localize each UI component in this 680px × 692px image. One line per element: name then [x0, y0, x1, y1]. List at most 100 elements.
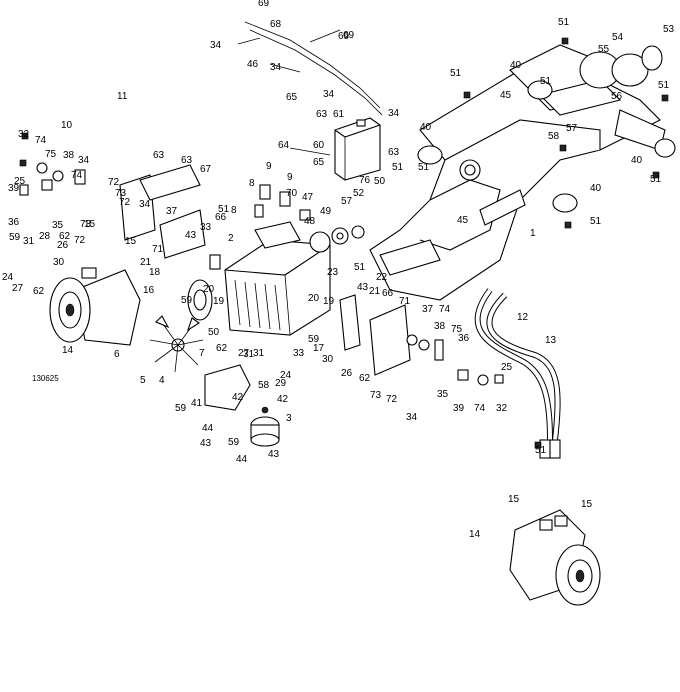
callout-label: 43 — [200, 438, 212, 449]
callout-label: 40 — [420, 122, 432, 133]
callout-label: 11 — [117, 91, 128, 102]
callout-label: 68 — [270, 19, 282, 30]
callout-label: 50 — [208, 327, 220, 338]
callout-label: 62 — [59, 231, 71, 242]
callout-label: 20 — [203, 284, 215, 295]
callout-label: 62 — [33, 286, 45, 297]
callout-label: 43 — [185, 230, 197, 241]
callout-label: 50 — [374, 176, 386, 187]
callout-label: 30 — [53, 257, 65, 268]
callout-label: 33 — [200, 222, 212, 233]
callout-label: 51 — [658, 80, 670, 91]
callout-label: 43 — [357, 282, 369, 293]
wheel-motor-left — [49, 267, 141, 346]
callout-label: 63 — [316, 109, 328, 120]
callout-label: 6 — [114, 349, 120, 360]
hydraulic-hoses — [88, 109, 331, 181]
callout-label: 39 — [453, 403, 465, 414]
callout-label: 59 — [228, 437, 240, 448]
callout-label: 19 — [213, 296, 225, 307]
callout-label: 51 — [650, 174, 662, 185]
callout-label: 57 — [566, 123, 578, 134]
throttle-cables — [237, 21, 383, 116]
callout-label: 54 — [612, 32, 624, 43]
rear-bracket — [509, 44, 666, 151]
callout-label: 42 — [232, 392, 244, 403]
callout-label: 31 — [243, 349, 255, 360]
wheel-motor-right — [509, 509, 601, 606]
callout-label: 47 — [302, 192, 314, 203]
callout-label: 76 — [359, 175, 371, 186]
callout-label: 33 — [293, 348, 305, 359]
callout-label: 34 — [388, 108, 400, 119]
callout-label: 74 — [35, 135, 47, 146]
callout-label: 59 — [175, 403, 187, 414]
callout-label: 9 — [266, 161, 272, 172]
callout-label: 72 — [386, 394, 398, 405]
callout-label: 57 — [341, 196, 353, 207]
callout-label: 24 — [2, 272, 14, 283]
callout-label: 31 — [253, 348, 265, 359]
callout-label: 55 — [598, 44, 610, 55]
callout-label: 38 — [63, 150, 75, 161]
callout-label: 65 — [286, 92, 298, 103]
callout-label: 3 — [286, 413, 292, 424]
callout-label: 51 — [392, 162, 404, 173]
callout-label: 51 — [535, 445, 547, 456]
callout-label: 73 — [370, 390, 382, 401]
hydraulic-reservoir — [334, 117, 381, 181]
callout-label: 15 — [508, 494, 520, 505]
callout-label: 40 — [510, 60, 522, 71]
callout-label: 67 — [200, 164, 212, 175]
callout-label: 66 — [215, 212, 227, 223]
callout-label: 51 — [218, 204, 230, 215]
callout-label: 19 — [323, 296, 335, 307]
callout-label: 35 — [437, 389, 449, 400]
callout-label: 69 — [338, 31, 350, 42]
callout-label: 63 — [181, 155, 193, 166]
callout-label: 65 — [313, 157, 325, 168]
lower-mount — [204, 364, 280, 447]
callout-label: 51 — [450, 68, 462, 79]
callout-label: 71 — [399, 296, 411, 307]
callout-label: 34 — [270, 62, 282, 73]
callout-label: 42 — [277, 394, 289, 405]
callout-label: 24 — [280, 370, 292, 381]
callout-label: 61 — [333, 109, 345, 120]
callout-label: 59 — [181, 295, 193, 306]
callout-label: 14 — [469, 529, 481, 540]
callout-label: 7 — [199, 348, 205, 359]
callout-label: 23 — [327, 267, 339, 278]
callout-label: 51 — [558, 17, 570, 28]
callout-label: 69 — [343, 30, 355, 41]
callout-label: 49 — [320, 206, 332, 217]
callout-label: 26 — [57, 240, 69, 251]
callout-label: 44 — [236, 454, 248, 465]
callout-label: 25 — [14, 176, 26, 187]
callout-label: 63 — [388, 147, 400, 158]
callout-label: 27 — [12, 283, 24, 294]
callout-label: 18 — [149, 267, 161, 278]
callout-label: 41 — [191, 398, 203, 409]
callout-label: 64 — [278, 140, 290, 151]
callout-label: 36 — [458, 333, 470, 344]
callout-label: 51 — [418, 162, 430, 173]
callout-label: 63 — [153, 150, 165, 161]
callout-label: 34 — [78, 155, 90, 166]
callout-label: 15 — [125, 236, 137, 247]
callout-label: 15 — [581, 499, 593, 510]
callout-label: 8 — [249, 178, 255, 189]
callout-label: 69 — [258, 0, 270, 9]
callout-label: 34 — [210, 40, 222, 51]
callout-label: 13 — [545, 335, 557, 346]
callout-label: 39 — [8, 183, 20, 194]
callout-label: 37 — [422, 304, 434, 315]
callout-label: 34 — [406, 412, 418, 423]
callout-label: 32 — [18, 129, 30, 140]
callout-label: 73 — [80, 219, 92, 230]
callout-label: 62 — [359, 373, 371, 384]
callout-label: 59 — [308, 334, 320, 345]
main-frame — [369, 59, 661, 301]
callout-label: 72 — [119, 197, 131, 208]
